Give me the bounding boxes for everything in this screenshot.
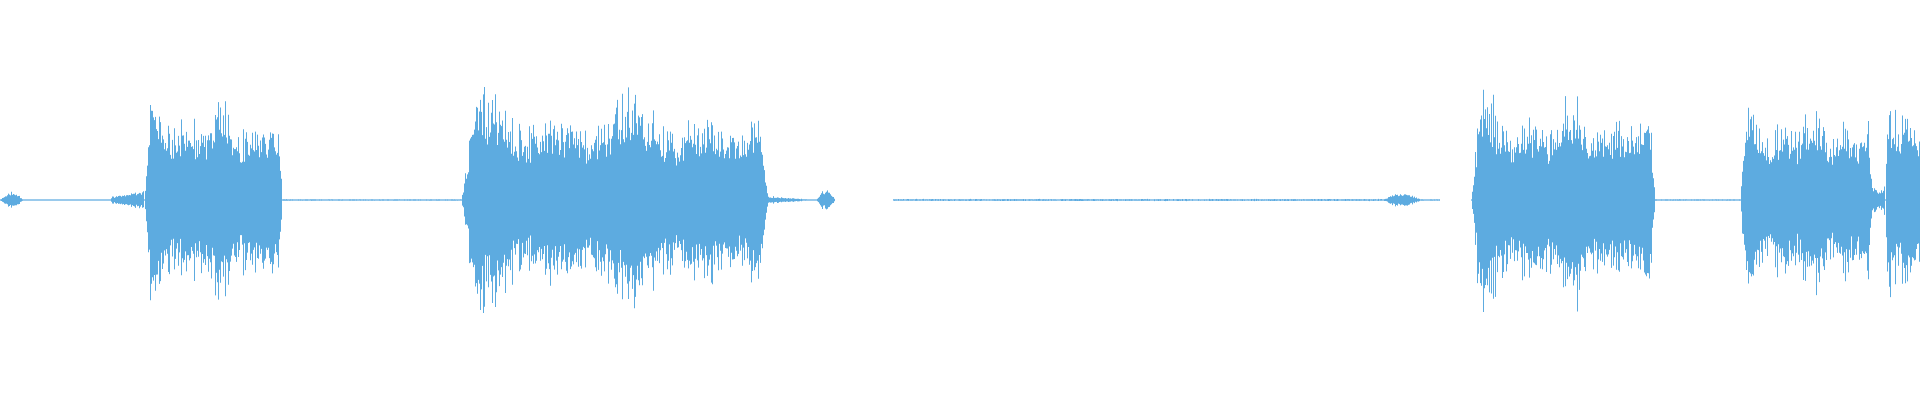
waveform-signal: [0, 87, 1920, 313]
waveform-samples: [0, 87, 1920, 313]
